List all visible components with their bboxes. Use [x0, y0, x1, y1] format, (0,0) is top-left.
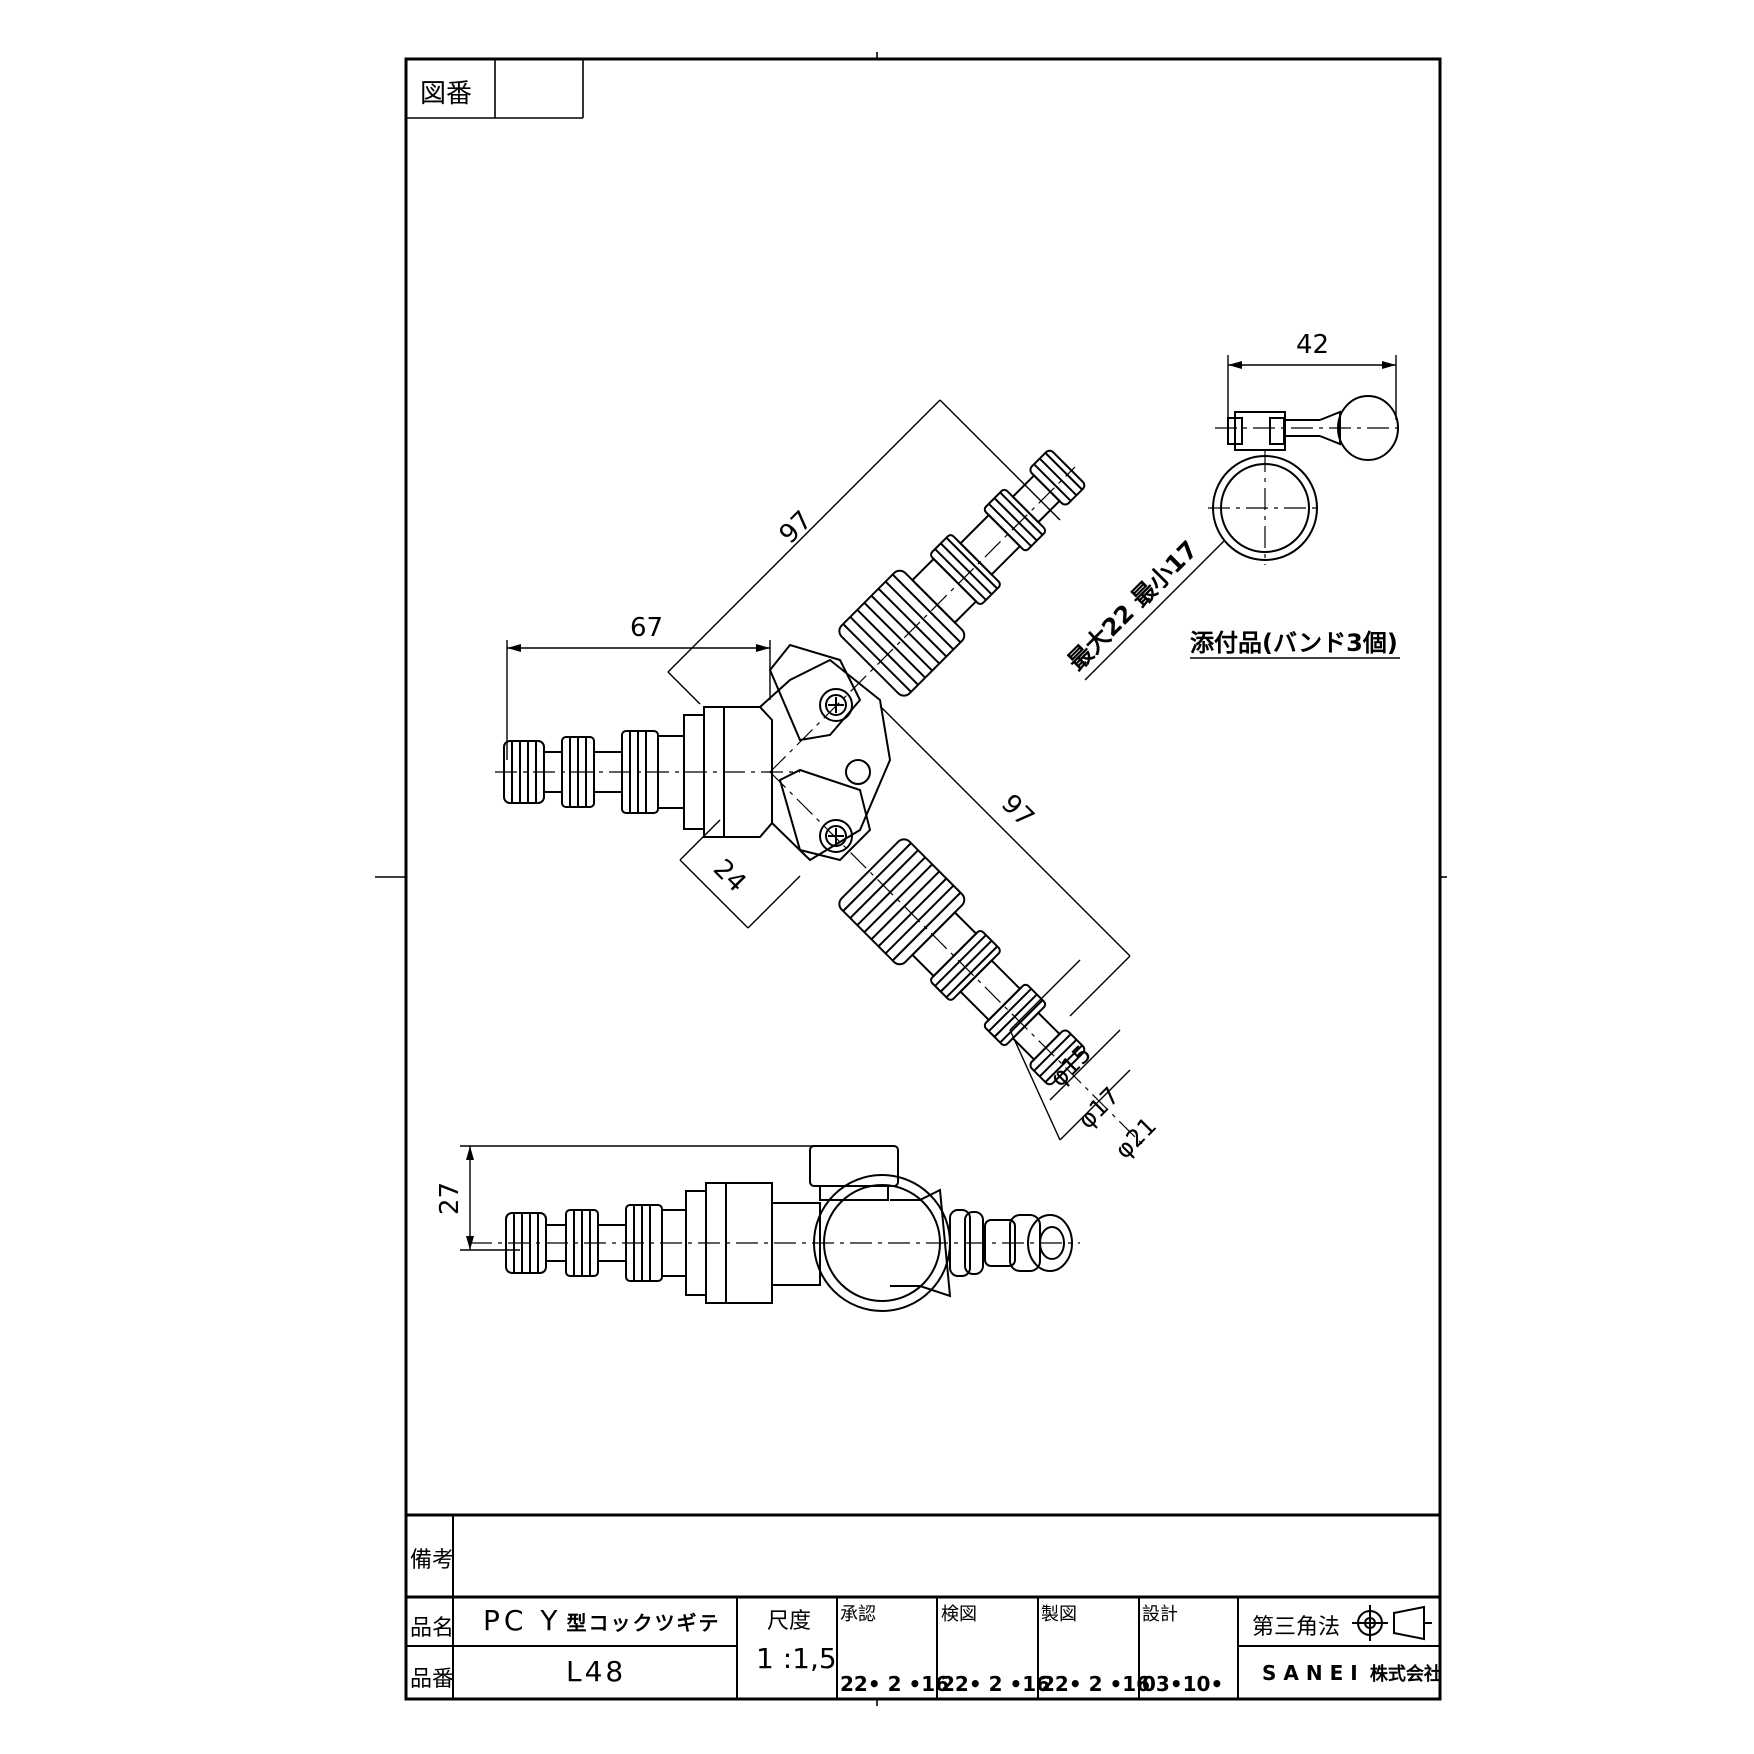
band-diameter-range: 最大22 最小17 [1062, 535, 1203, 676]
title-block-lines [406, 1513, 1440, 1699]
dim-inlet-length: 67 [630, 613, 663, 643]
scale-value: 1 :1,5 [756, 1642, 837, 1675]
dim-lower-branch-length: 97 [995, 789, 1040, 834]
product-name-prefix: PC Y [483, 1604, 562, 1637]
inspection-label: 検図 [941, 1604, 977, 1625]
scale-label: 尺度 [767, 1609, 812, 1634]
company-name-main: SANEI [1262, 1661, 1365, 1685]
remarks-label: 備考 [410, 1548, 455, 1573]
company-name: SANEI 株式会社 [1262, 1660, 1442, 1686]
product-name-suffix: 型コックツギテ [566, 1611, 721, 1635]
product-number: L48 [566, 1655, 627, 1688]
dim-band-width: 42 [1296, 330, 1329, 360]
design-label: 設計 [1142, 1604, 1178, 1625]
drawing-border [404, 57, 1442, 1701]
upper-valve-handle [768, 643, 862, 742]
y-fitting-side-view [505, 1145, 1073, 1312]
design-date: 03•10• [1142, 1672, 1224, 1696]
product-number-label: 品番 [410, 1667, 455, 1692]
lower-valve-handle [778, 768, 872, 862]
dimension-lines [460, 355, 1400, 1251]
third-angle-projection-icon [1352, 1605, 1432, 1641]
accessory-note: 添付品(バンド3個) [1190, 629, 1398, 657]
arrowheads [466, 361, 1396, 1250]
dim-upper-branch-length: 97 [774, 505, 819, 550]
drafting-date: 22• 2 •16 [1041, 1672, 1151, 1696]
dim-height: 27 [435, 1182, 465, 1215]
center-lines [470, 427, 1405, 1244]
drawing-number-box [406, 59, 584, 119]
dim-body-offset: 24 [707, 854, 752, 899]
dim-diameter-17: φ17 [1072, 1082, 1125, 1135]
hose-band [1212, 395, 1399, 561]
drawing-number-label: 図番 [420, 79, 473, 109]
approval-label: 承認 [840, 1604, 876, 1625]
company-name-suffix: 株式会社 [1369, 1664, 1442, 1685]
dim-diameter-21: φ21 [1109, 1112, 1162, 1165]
product-name-label: 品名 [410, 1616, 455, 1641]
approval-date: 22• 2 •16 [840, 1672, 950, 1696]
inspection-date: 22• 2 •16 [941, 1672, 1051, 1696]
product-name: PC Y 型コックツギテ [483, 1604, 721, 1637]
drafting-label: 製図 [1041, 1604, 1077, 1625]
lower-branch [838, 838, 1086, 1086]
projection-method: 第三角法 [1252, 1615, 1341, 1640]
upper-branch [838, 449, 1086, 697]
